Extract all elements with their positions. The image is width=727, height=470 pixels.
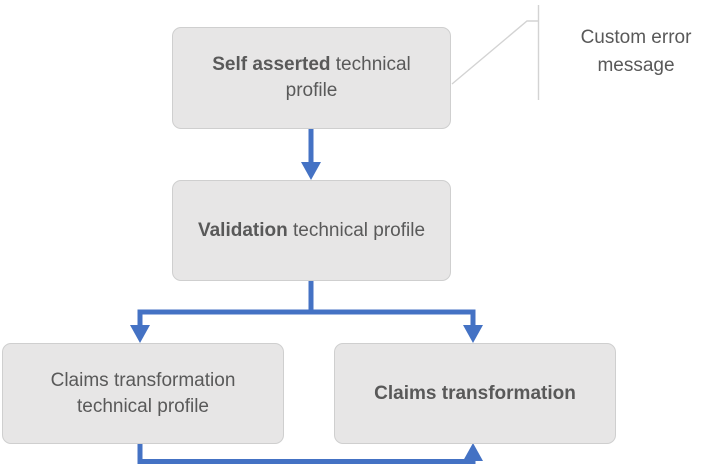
node-label-rest: Claims transformation technical profile <box>50 369 236 417</box>
callout-line-2: message <box>597 54 675 76</box>
connector-validation-split <box>130 281 483 343</box>
node-claims-transformation-technical-profile[interactable]: Claims transformation technical profile <box>2 343 284 444</box>
connector-feedback-loop <box>137 443 483 464</box>
node-label: Validation technical profile <box>187 218 436 244</box>
node-claims-transformation[interactable]: Claims transformation <box>334 343 616 444</box>
node-label-bold: Self asserted <box>212 54 331 76</box>
callout-line-1: Custom error <box>580 27 692 48</box>
node-label: Claims transformation <box>349 381 601 407</box>
node-label-rest: technical profile <box>287 219 426 241</box>
node-label-bold: Validation <box>197 219 288 241</box>
node-label-bold: Claims transformation <box>374 382 576 404</box>
node-self-asserted-technical-profile[interactable]: Self asserted technical profile <box>172 27 451 129</box>
node-label: Self asserted technical profile <box>187 52 436 103</box>
node-validation-technical-profile[interactable]: Validation technical profile <box>172 180 451 281</box>
node-label: Claims transformation technical profile <box>17 368 269 419</box>
node-label-rest: technical profile <box>285 54 411 101</box>
callout-leader-line <box>451 5 540 100</box>
connector-self-asserted-to-validation <box>301 129 321 180</box>
callout-custom-error-message: Custom error message <box>556 24 716 79</box>
